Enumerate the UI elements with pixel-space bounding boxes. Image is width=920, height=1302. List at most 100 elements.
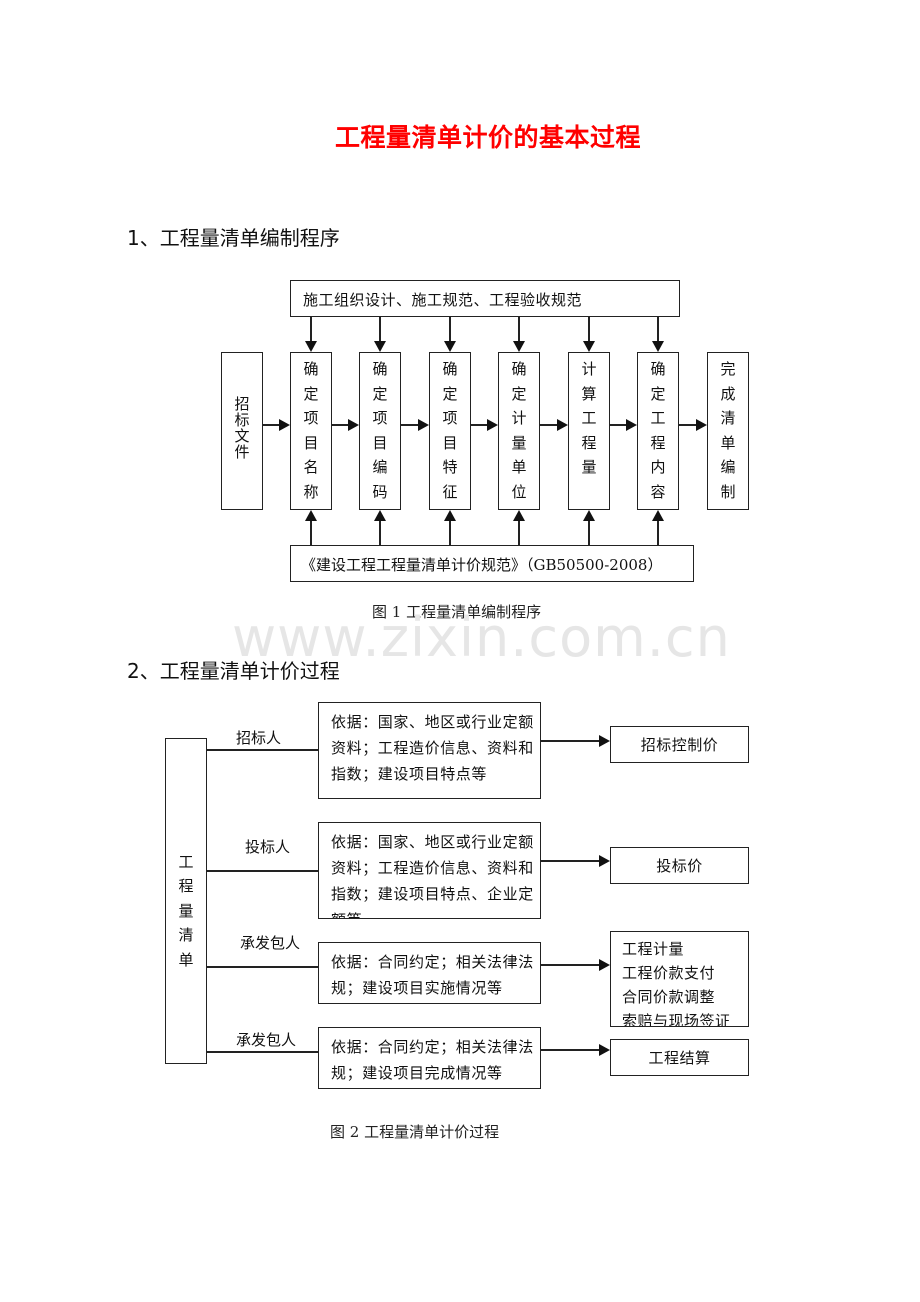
step-box: 确定项目特征 (429, 352, 471, 510)
char: 量 (581, 458, 597, 476)
char: 码 (372, 482, 388, 501)
result-box: 工程计量工程价款支付合同价款调整索赔与现场签证 (610, 931, 749, 1027)
arrow-down-icon (305, 341, 317, 352)
arrow-up-icon (583, 510, 595, 521)
connector-line (541, 964, 601, 966)
connector-line (207, 966, 318, 968)
char: 计 (511, 409, 527, 427)
connector-line (207, 749, 318, 751)
char: 清 (178, 926, 194, 945)
connector-line (657, 317, 659, 342)
arrow-down-icon (374, 341, 386, 352)
figure2-caption: 图 2 工程量清单计价过程 (330, 1123, 500, 1141)
result-item: 工程计量 (622, 940, 685, 958)
result-item: 工程价款支付 (622, 964, 716, 982)
result-item: 合同价款调整 (622, 988, 716, 1006)
connector-line (401, 424, 419, 426)
role-label: 投标人 (243, 836, 293, 857)
construction-spec-box: 施工组织设计、施工规范、工程验收规范 (290, 280, 680, 317)
connector-line (310, 520, 312, 545)
arrow-up-icon (444, 510, 456, 521)
figure1-caption: 图 1 工程量清单编制程序 (372, 603, 542, 621)
char: 目 (372, 433, 388, 452)
char: 编 (372, 458, 388, 476)
char: 制 (720, 482, 736, 501)
role-label: 招标人 (234, 727, 284, 748)
connector-line (610, 424, 627, 426)
role-label: 承发包人 (234, 1029, 299, 1050)
connector-line (588, 317, 590, 342)
char: 项 (303, 409, 319, 427)
char: 项 (372, 409, 388, 427)
char: 确 (303, 360, 319, 378)
basis-box: 依据：国家、地区或行业定额资料；工程造价信息、资料和指数；建设项目特点等 (318, 702, 541, 799)
char: 程 (178, 877, 194, 896)
connector-line (541, 860, 601, 862)
char: 程 (581, 433, 597, 452)
char: 称 (303, 482, 319, 501)
arrow-down-icon (583, 341, 595, 352)
connector-line (540, 424, 558, 426)
tender-document-box: 招标文件 (221, 352, 263, 510)
char: 单 (178, 950, 194, 969)
arrow-up-icon (374, 510, 386, 521)
arrow-right-icon (279, 419, 290, 431)
connector-line (207, 1051, 318, 1053)
arrow-right-icon (418, 419, 429, 431)
char: 单 (511, 458, 527, 476)
char: 清 (720, 409, 736, 427)
bill-of-quantities-box: 工程量清单 (165, 738, 207, 1064)
char: 目 (442, 433, 458, 452)
connector-line (332, 424, 349, 426)
char: 工 (650, 409, 666, 427)
connector-line (541, 740, 601, 742)
char: 名 (303, 458, 319, 476)
connector-line (541, 1049, 601, 1051)
char: 算 (581, 384, 597, 403)
basis-box: 依据：国家、地区或行业定额资料；工程造价信息、资料和指数；建设项目特点、企业定额… (318, 822, 541, 919)
arrow-down-icon (513, 341, 525, 352)
char: 完 (720, 360, 736, 378)
connector-line (518, 520, 520, 545)
char: 件 (234, 443, 250, 461)
step-box: 确定工程内容 (637, 352, 679, 510)
arrow-right-icon (696, 419, 707, 431)
pricing-code-box: 《建设工程工程量清单计价规范》（GB50500-2008） (290, 545, 694, 582)
char: 定 (372, 384, 388, 403)
char: 成 (720, 384, 736, 403)
result-box: 投标价 (610, 847, 749, 884)
connector-line (379, 317, 381, 342)
char: 项 (442, 409, 458, 427)
arrow-right-icon (487, 419, 498, 431)
basis-box: 依据：合同约定；相关法律法规；建设项目实施情况等 (318, 942, 541, 1004)
connector-line (679, 424, 697, 426)
arrow-right-icon (599, 735, 610, 747)
result-item: 索赔与现场签证 (622, 1012, 731, 1027)
char: 征 (442, 482, 458, 501)
arrow-up-icon (513, 510, 525, 521)
connector-line (588, 520, 590, 545)
arrow-right-icon (348, 419, 359, 431)
char: 工 (178, 852, 194, 871)
step-box: 确定项目名称 (290, 352, 332, 510)
document-title: 工程量清单计价的基本过程 (334, 123, 641, 152)
arrow-right-icon (599, 959, 610, 971)
arrow-down-icon (652, 341, 664, 352)
arrow-right-icon (557, 419, 568, 431)
char: 定 (511, 384, 527, 403)
connector-line (518, 317, 520, 342)
complete-list-box: 完成清单编制 (707, 352, 749, 510)
connector-line (449, 520, 451, 545)
char: 程 (650, 433, 666, 452)
step-box: 计算工程量 (568, 352, 610, 510)
char: 位 (511, 482, 527, 501)
char: 特 (442, 458, 458, 476)
arrow-down-icon (444, 341, 456, 352)
result-box: 招标控制价 (610, 726, 749, 763)
char: 确 (511, 360, 527, 378)
arrow-right-icon (599, 1044, 610, 1056)
char: 确 (372, 360, 388, 378)
char: 编 (720, 458, 736, 476)
char: 量 (511, 433, 527, 452)
char: 招 (234, 395, 250, 413)
